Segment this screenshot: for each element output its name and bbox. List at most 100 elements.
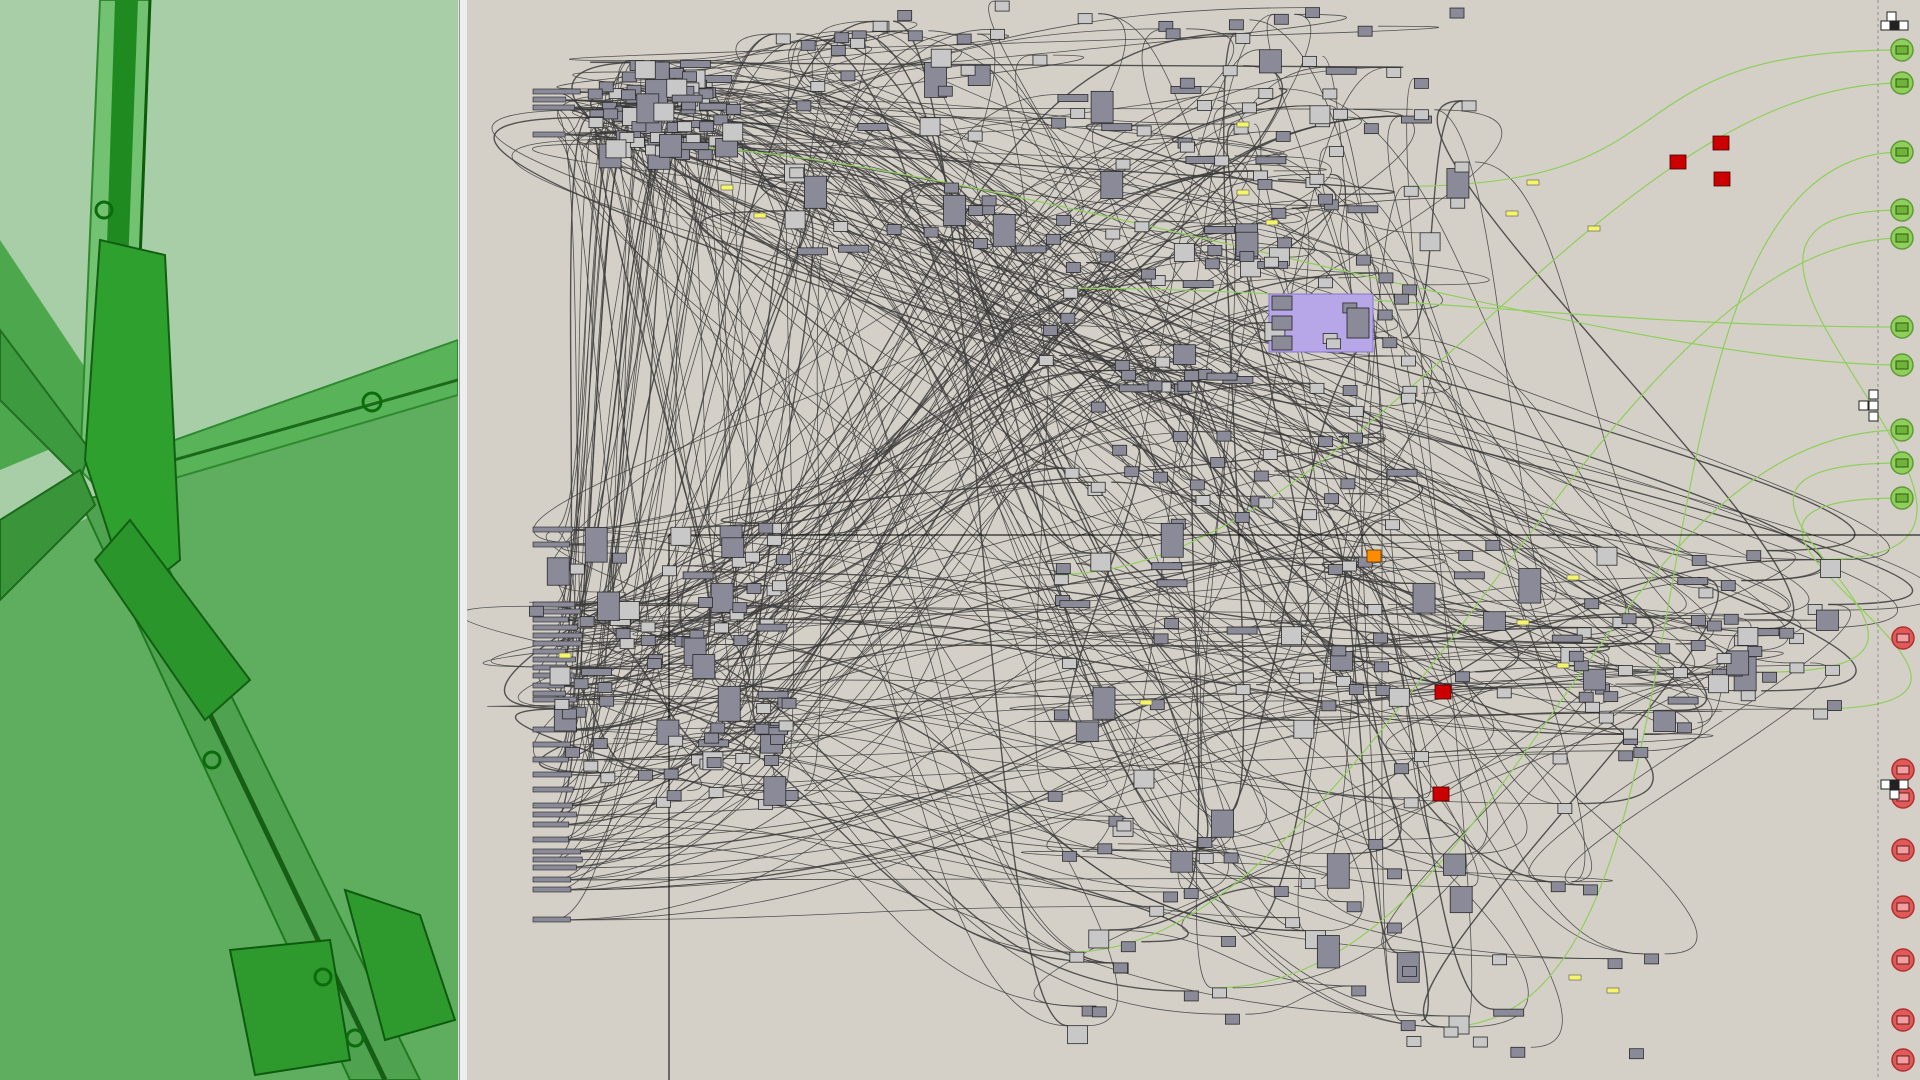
input-parameter[interactable]: [532, 811, 577, 818]
input-parameter[interactable]: [532, 786, 574, 793]
component[interactable]: [1461, 100, 1477, 112]
input-parameter[interactable]: [532, 848, 581, 855]
component[interactable]: [666, 78, 688, 98]
input-parameter[interactable]: [532, 616, 569, 623]
component[interactable]: [1015, 245, 1047, 254]
component[interactable]: [1151, 562, 1183, 571]
component[interactable]: [1386, 67, 1402, 78]
component[interactable]: [800, 39, 816, 51]
component[interactable]: [1762, 671, 1777, 683]
component[interactable]: [1820, 559, 1841, 578]
component[interactable]: [1075, 721, 1099, 742]
input-parameter[interactable]: [532, 88, 581, 95]
component[interactable]: [1324, 493, 1340, 505]
component[interactable]: [615, 628, 631, 640]
component[interactable]: [857, 123, 889, 131]
component[interactable]: [944, 182, 959, 194]
component[interactable]: [1644, 953, 1659, 965]
component[interactable]: [699, 102, 730, 111]
component[interactable]: [968, 205, 984, 216]
component[interactable]: [721, 537, 745, 558]
component[interactable]: [699, 121, 715, 133]
component[interactable]: [1551, 634, 1583, 643]
component[interactable]: [546, 557, 570, 586]
component[interactable]: [1723, 613, 1739, 625]
component[interactable]: [598, 81, 614, 93]
component[interactable]: [1789, 633, 1805, 645]
component[interactable]: [1672, 667, 1688, 679]
component[interactable]: [1153, 471, 1168, 483]
component[interactable]: [1557, 803, 1573, 814]
zoom-widget-icon[interactable]: [1858, 389, 1879, 422]
component[interactable]: [1153, 633, 1169, 645]
component[interactable]: [1720, 580, 1736, 591]
component[interactable]: [1667, 696, 1699, 705]
component[interactable]: [1063, 287, 1079, 299]
input-parameter[interactable]: [532, 601, 576, 608]
component[interactable]: [1197, 837, 1213, 848]
component[interactable]: [1221, 936, 1236, 947]
component[interactable]: [930, 48, 952, 68]
input-parameter[interactable]: [532, 886, 572, 893]
component[interactable]: [1552, 753, 1568, 765]
component[interactable]: [994, 0, 1010, 12]
component[interactable]: [770, 733, 785, 745]
component[interactable]: [698, 597, 713, 608]
component[interactable]: [1277, 237, 1293, 249]
component[interactable]: [1060, 312, 1076, 324]
component[interactable]: [781, 697, 797, 709]
component[interactable]: [1607, 958, 1623, 970]
component[interactable]: [1302, 55, 1317, 67]
component[interactable]: [1326, 338, 1341, 350]
input-parameter[interactable]: [532, 876, 572, 883]
component[interactable]: [1179, 77, 1195, 89]
component[interactable]: [1212, 987, 1227, 999]
component[interactable]: [1413, 109, 1429, 121]
component[interactable]: [1518, 568, 1542, 604]
component[interactable]: [1164, 618, 1179, 629]
component[interactable]: [1318, 193, 1333, 205]
component[interactable]: [1367, 604, 1383, 615]
component[interactable]: [1406, 1035, 1422, 1047]
component[interactable]: [1737, 627, 1759, 646]
component[interactable]: [1255, 156, 1287, 165]
input-parameter[interactable]: [532, 656, 576, 663]
component[interactable]: [1573, 660, 1589, 672]
component[interactable]: [1090, 90, 1114, 124]
component[interactable]: [897, 10, 913, 21]
component[interactable]: [670, 526, 692, 546]
panel[interactable]: [1568, 974, 1582, 981]
component[interactable]: [579, 616, 595, 628]
component[interactable]: [1813, 708, 1829, 720]
component[interactable]: [872, 20, 888, 32]
component[interactable]: [1062, 850, 1077, 862]
component[interactable]: [1347, 205, 1379, 214]
component[interactable]: [1097, 843, 1113, 855]
component[interactable]: [1293, 719, 1315, 739]
component[interactable]: [653, 102, 675, 122]
component[interactable]: [1091, 1006, 1107, 1018]
input-parameter[interactable]: [532, 648, 566, 655]
component[interactable]: [1827, 700, 1842, 711]
component[interactable]: [1258, 88, 1274, 100]
component[interactable]: [1386, 468, 1418, 477]
component[interactable]: [1363, 123, 1379, 135]
component[interactable]: [960, 64, 976, 76]
component[interactable]: [1271, 335, 1293, 351]
component[interactable]: [1239, 251, 1255, 262]
panel[interactable]: [720, 184, 734, 191]
component[interactable]: [778, 720, 794, 732]
component[interactable]: [1400, 1020, 1416, 1032]
component[interactable]: [597, 591, 620, 621]
component[interactable]: [640, 621, 656, 633]
component[interactable]: [1170, 850, 1194, 873]
component[interactable]: [1454, 161, 1470, 173]
component[interactable]: [766, 534, 782, 546]
component[interactable]: [1173, 344, 1196, 365]
component[interactable]: [784, 210, 806, 230]
input-parameter[interactable]: [532, 690, 566, 697]
component[interactable]: [735, 753, 751, 764]
component[interactable]: [776, 554, 791, 565]
component[interactable]: [1584, 598, 1600, 610]
rhino-viewport[interactable]: [0, 0, 460, 1080]
